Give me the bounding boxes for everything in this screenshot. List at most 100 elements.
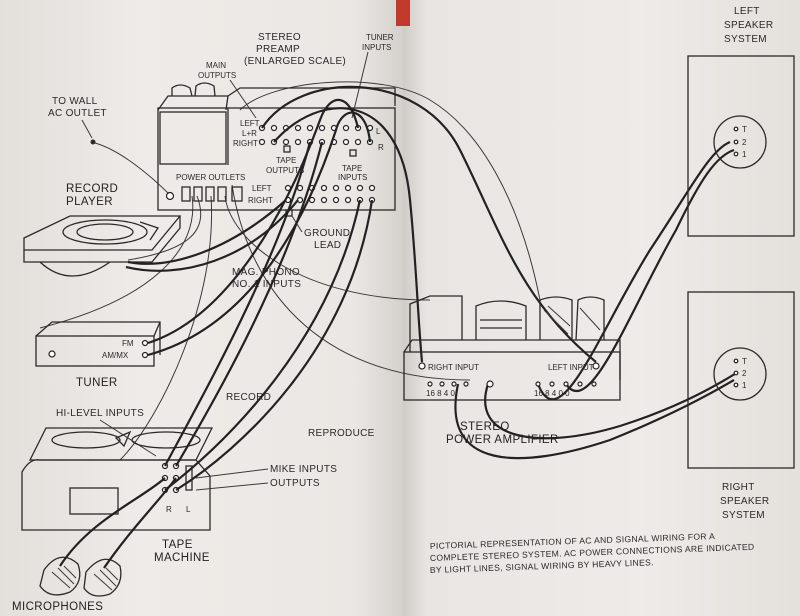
left-speaker-label-2: SPEAKER xyxy=(724,20,773,31)
ac-cord-3 xyxy=(119,195,213,461)
left-speaker-system: LEFT SPEAKER SYSTEM T 2 1 xyxy=(687,6,795,237)
record-player: RECORD PLAYER xyxy=(23,183,182,277)
left-speaker-cabinet xyxy=(687,55,795,237)
reproduce-label: REPRODUCE xyxy=(308,428,375,439)
record-player-label-1: RECORD xyxy=(66,183,118,195)
tape-machine-label-2: MACHINE xyxy=(154,552,210,564)
tape-outputs-marker xyxy=(283,145,291,153)
record-player-pedestal xyxy=(39,261,111,277)
preamp-top xyxy=(157,95,229,111)
preamp-lr-label: L+R xyxy=(242,129,257,138)
amp-tube-1 xyxy=(539,296,573,340)
preamp-r-label: R xyxy=(378,143,384,152)
preamp-transformer xyxy=(159,111,227,165)
mic-cable-right xyxy=(103,477,177,569)
amp-taps-right: 16 8 4 0 xyxy=(426,389,455,398)
tuner-am-jack xyxy=(141,351,149,359)
mike-inputs-leader xyxy=(195,468,269,479)
preamp-jack-row-low xyxy=(284,184,376,204)
preamp-tube-1 xyxy=(171,84,193,97)
hi-level-inputs-label: HI-LEVEL INPUTS xyxy=(56,408,144,419)
wall-plug xyxy=(90,139,96,145)
wall-outlet-cord xyxy=(94,142,171,196)
record-cable-1 xyxy=(164,141,312,467)
left-page xyxy=(0,0,403,616)
power-outlet-3 xyxy=(205,186,215,202)
tape-machine-label-1: TAPE xyxy=(162,539,193,551)
turntable-platter xyxy=(62,219,148,245)
record-cable-2 xyxy=(175,141,324,467)
preamp-fuse xyxy=(165,191,175,201)
left-speaker-terminal-t: T xyxy=(742,125,747,134)
right-speaker-label-2: SPEAKER xyxy=(720,496,769,507)
right-speaker-terminal-t: T xyxy=(742,357,747,366)
power-outlets-label: POWER OUTLETS xyxy=(176,173,245,182)
tuner-inputs-label-2: INPUTS xyxy=(362,43,391,52)
figure-caption: PICTORIAL REPRESENTATION OF AC AND SIGNA… xyxy=(430,531,755,575)
amp-taps-left: 16 8 4 0 0 xyxy=(534,389,570,398)
preamp-title-3: (ENLARGED SCALE) xyxy=(244,56,346,67)
amp-label-1: STEREO xyxy=(460,421,510,433)
right-speaker-terminal-2: 2 xyxy=(742,369,747,378)
tuner-am-cable xyxy=(147,111,372,357)
amp-choke xyxy=(475,300,527,340)
ground-lead-label-2: LEAD xyxy=(314,240,341,251)
preamp-left-label: LEFT xyxy=(240,119,260,128)
main-output-left-cable xyxy=(261,85,597,363)
signal-wiring xyxy=(59,85,739,569)
phono-cable-1 xyxy=(127,199,287,265)
amp-transformer-left xyxy=(409,295,463,352)
mag-phono-label-2: NO. 1 INPUTS xyxy=(232,279,301,290)
tape-machine: HI-LEVEL INPUTS R L RECORD REPRODUCE MIK… xyxy=(21,392,375,564)
tuner-inputs-leader xyxy=(351,51,369,119)
ground-lead-label-1: GROUND xyxy=(304,228,350,239)
ac-cord-2 xyxy=(127,195,202,261)
right-speaker-cable-1 xyxy=(454,379,735,460)
left-speaker-cable-1 xyxy=(536,140,731,401)
tuner-front xyxy=(35,335,155,367)
preamp-back-edge xyxy=(227,87,396,106)
tuner-top xyxy=(35,321,161,355)
left-speaker-terminal-2: 2 xyxy=(742,138,747,147)
outputs-label: OUTPUTS xyxy=(270,478,320,489)
preamp-right-label: RIGHT xyxy=(233,139,258,148)
main-output-right-cable xyxy=(273,107,424,363)
preamp-right-2-label: RIGHT xyxy=(248,196,273,205)
microphone-grille-lines xyxy=(51,565,119,591)
preamp-title-2: PREAMP xyxy=(256,44,300,55)
amp-label-2: POWER AMPLIFIER xyxy=(446,434,559,446)
preamp-tube-2 xyxy=(194,82,216,97)
preamp-left-2-label: LEFT xyxy=(252,184,272,193)
amp-right-input-label: RIGHT INPUT xyxy=(428,363,479,372)
wall-outlet-leader xyxy=(81,119,93,139)
amp-left-input-label: LEFT INPUT xyxy=(548,363,594,372)
right-page xyxy=(403,0,800,616)
phono-cable-2 xyxy=(125,199,299,272)
record-label: RECORD xyxy=(226,392,271,403)
tuner-am-label: AM/MX xyxy=(102,351,129,360)
tone-arm xyxy=(139,221,160,241)
tuner-inputs-label-1: TUNER xyxy=(366,33,394,42)
reproduce-cable-2 xyxy=(175,199,374,491)
tape-inputs-label-2: INPUTS xyxy=(338,173,367,182)
microphones-label: MICROPHONES xyxy=(12,601,103,613)
record-player-base xyxy=(23,216,181,263)
mike-inputs-label: MIKE INPUTS xyxy=(270,464,337,475)
tape-reel-right xyxy=(131,431,201,449)
record-player-label-2: PLAYER xyxy=(66,196,113,208)
main-outputs-label-2: OUTPUTS xyxy=(198,71,236,80)
wall-outlet-label-1: TO WALL xyxy=(52,96,98,107)
right-speaker-label-3: SYSTEM xyxy=(722,510,765,521)
mag-phono-label-1: MAG. PHONO xyxy=(232,267,300,278)
tuner-fm-label: FM xyxy=(122,339,134,348)
tape-outputs-label-1: TAPE xyxy=(276,156,296,165)
tuner-fm-jack xyxy=(141,339,149,347)
tuner-label: TUNER xyxy=(76,377,118,389)
ac-cord-5 xyxy=(231,184,471,381)
preamp-body xyxy=(157,107,396,211)
power-outlet-2 xyxy=(193,186,203,202)
main-outputs-label-1: MAIN xyxy=(206,61,226,70)
reproduce-cable-1 xyxy=(164,199,362,491)
tape-l-label: L xyxy=(186,505,191,514)
